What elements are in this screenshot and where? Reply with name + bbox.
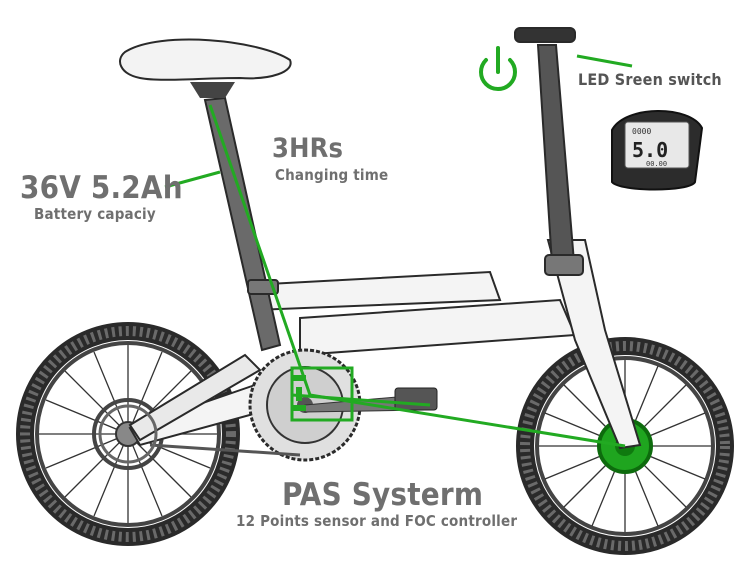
lcd-top-readout: 0000 xyxy=(632,127,651,136)
pas-sensor-icon xyxy=(292,375,306,411)
charge-caption-label: Changing time xyxy=(275,166,389,184)
rear-wheel xyxy=(16,322,240,546)
pas-title-label: PAS Systerm xyxy=(282,477,484,513)
pas-caption-label: 12 Points sensor and FOC controller xyxy=(236,512,518,530)
front-wheel xyxy=(516,337,734,555)
battery-value-label: 36V 5.2Ah xyxy=(20,170,183,206)
lcd-display: 0000 5.0 00.00 xyxy=(611,110,704,191)
annotation-lines xyxy=(164,54,633,448)
charge-value-label: 3HRs xyxy=(272,133,344,164)
saddle xyxy=(119,38,292,98)
lcd-bottom-readout: 00.00 xyxy=(646,160,667,168)
power-icon xyxy=(479,46,517,92)
switch-label: LED Sreen switch xyxy=(578,70,722,89)
lcd-speed-readout: 5.0 xyxy=(632,138,668,162)
bike-frame xyxy=(128,27,642,450)
rear-disc-brake xyxy=(98,404,158,464)
battery-caption-label: Battery capaciy xyxy=(34,205,156,223)
